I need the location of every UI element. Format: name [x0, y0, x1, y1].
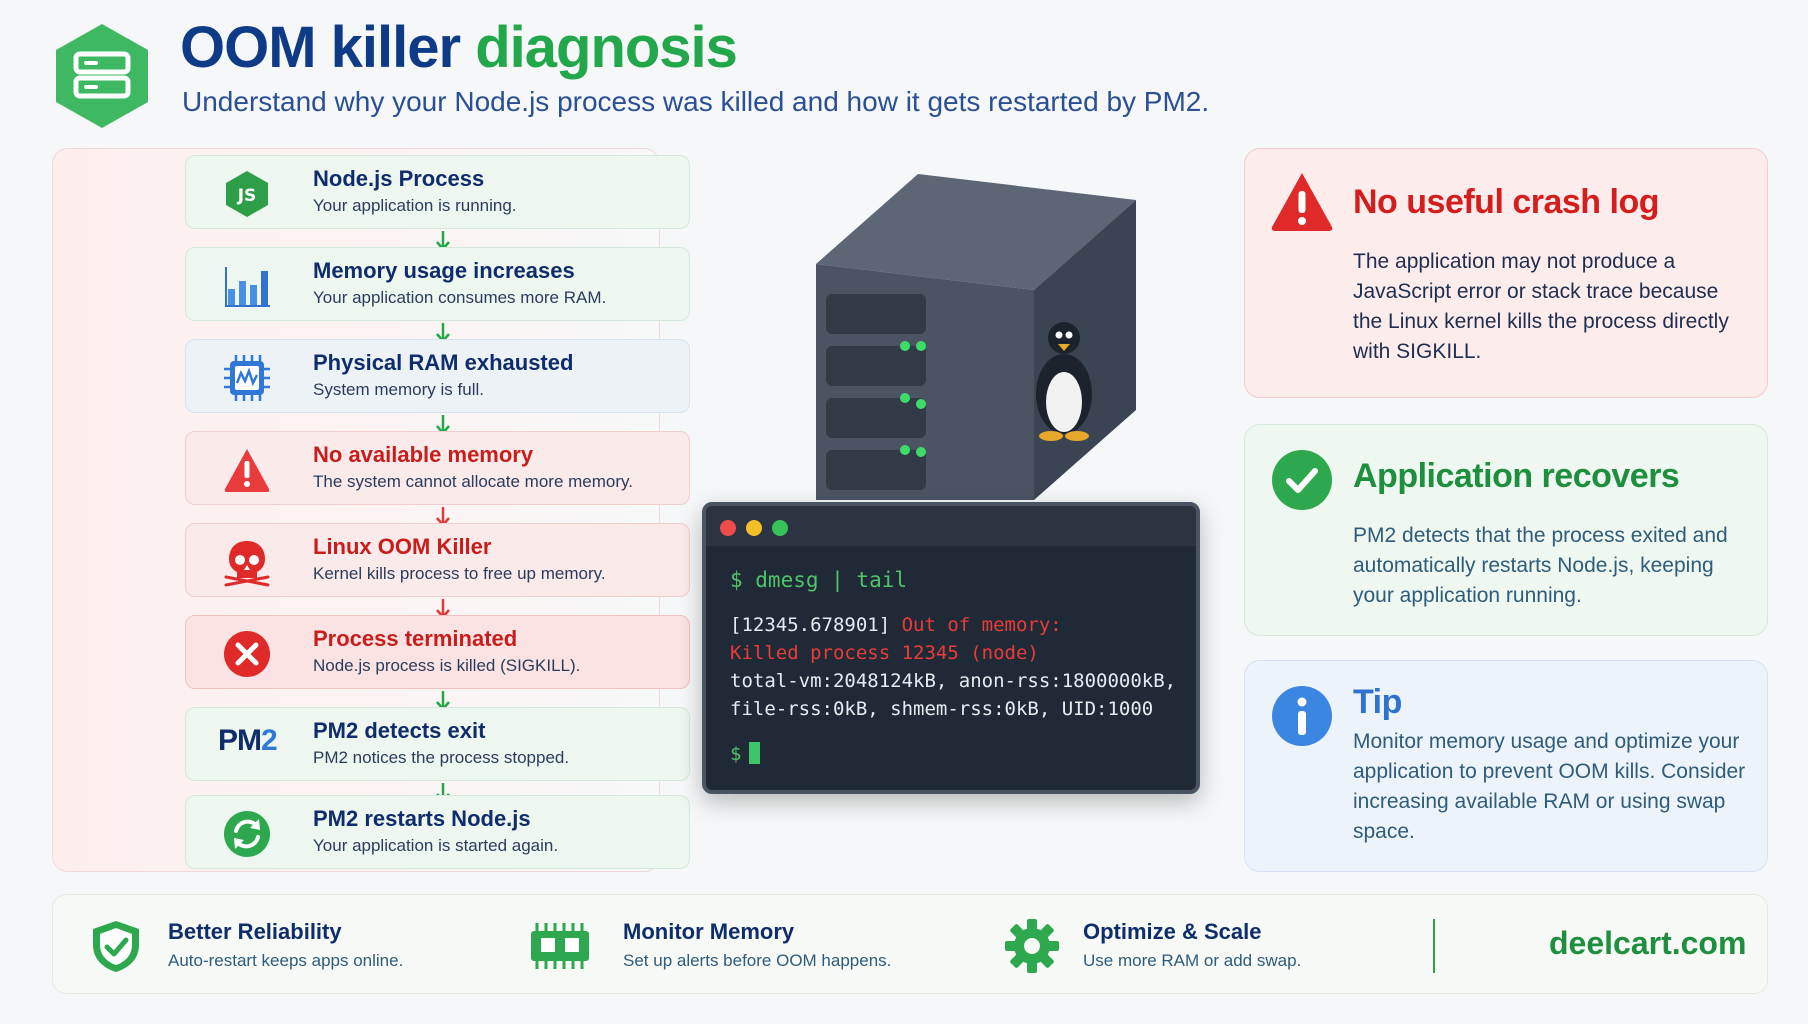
pm2-logo: PM2 [218, 724, 278, 758]
footer-desc: Auto-restart keeps apps online. [168, 951, 404, 970]
step-desc: System memory is full. [313, 380, 484, 399]
linux-tux-icon [1036, 322, 1092, 441]
card-title: No useful crash log [1353, 183, 1660, 221]
page-title: OOM killer diagnosis [180, 14, 738, 81]
step-title: PM2 detects exit [313, 718, 486, 743]
step-title: Node.js Process [313, 166, 485, 191]
step-title: Physical RAM exhausted [313, 350, 574, 375]
card-no-crash-log: No useful crash log The application may … [1244, 148, 1768, 398]
step-desc: Your application consumes more RAM. [313, 288, 607, 307]
footer-desc: Use more RAM or add swap. [1083, 951, 1302, 970]
server-hexagon-logo [56, 24, 148, 128]
log-timestamp: [12345.678901] [730, 614, 902, 636]
terminal-command: $ dmesg | tail [730, 568, 908, 592]
terminal-line-2: Killed process 12345 (node) [730, 642, 1039, 664]
flow-step-terminated: Process terminated Node.js process is ki… [185, 615, 690, 689]
terminal-prompt-line[interactable]: $ [730, 742, 761, 765]
warning-icon [224, 449, 270, 492]
footer-desc: Set up alerts before OOM happens. [623, 951, 892, 970]
bar-chart-icon [225, 267, 270, 307]
minimize-dot[interactable] [746, 520, 762, 536]
card-application-recovers: Application recovers PM2 detects that th… [1244, 424, 1768, 636]
flow-step-ram-exhausted: Physical RAM exhausted System memory is … [185, 339, 690, 413]
step-title: Process terminated [313, 626, 518, 651]
maximize-dot[interactable] [772, 520, 788, 536]
footer-title: Better Reliability [168, 919, 342, 944]
terminal-line-3: total-vm:2048124kB, anon-rss:1800000kB, [730, 670, 1177, 692]
linux-server-illustration [816, 174, 1136, 500]
pm2-logo-2: 2 [261, 724, 278, 757]
memory-module-icon [531, 923, 589, 969]
flow-step-pm2-restarts: PM2 restarts Node.js Your application is… [185, 795, 690, 869]
flow-step-no-memory: No available memory The system cannot al… [185, 431, 690, 505]
refresh-icon [224, 811, 270, 857]
nodejs-icon: JS [226, 171, 268, 217]
step-desc: PM2 notices the process stopped. [313, 748, 570, 767]
memory-chip-icon [224, 355, 270, 401]
pm2-logo-pm: PM [218, 724, 262, 757]
flow-step-memory-increase: Memory usage increases Your application … [185, 247, 690, 321]
step-title: Memory usage increases [313, 258, 575, 283]
gear-icon [1005, 919, 1059, 973]
terminal-line-1: [12345.678901] Out of memory: [730, 614, 1062, 636]
step-desc: Node.js process is killed (SIGKILL). [313, 656, 581, 675]
card-tip: Tip Monitor memory usage and optimize yo… [1244, 660, 1768, 872]
brand-link[interactable]: deelcart.com [1549, 925, 1747, 961]
step-title: Linux OOM Killer [313, 534, 492, 559]
step-desc: Your application is started again. [313, 836, 559, 855]
card-body: PM2 detects that the process exited and … [1353, 524, 1728, 607]
svg-text:JS: JS [237, 186, 257, 206]
terminal-titlebar [706, 506, 1196, 546]
terminal-cursor [749, 742, 761, 764]
footer-title: Monitor Memory [623, 919, 795, 944]
flow-step-nodejs: JS Node.js Process Your application is r… [185, 155, 690, 229]
info-icon [1272, 686, 1332, 746]
step-desc: The system cannot allocate more memory. [313, 472, 633, 491]
log-oom-message: Out of memory: [901, 614, 1062, 636]
step-desc: Kernel kills process to free up memory. [313, 564, 606, 583]
skull-icon [224, 541, 270, 587]
footer-title: Optimize & Scale [1083, 919, 1262, 944]
shield-check-icon [93, 921, 139, 972]
card-body: Monitor memory usage and optimize your a… [1353, 730, 1746, 843]
terminal-window: $ dmesg | tail [12345.678901] Out of mem… [702, 502, 1200, 794]
card-title: Tip [1353, 683, 1402, 721]
flow-step-pm2-detects: PM2 PM2 detects exit PM2 notices the pro… [185, 707, 690, 781]
step-desc: Your application is running. [313, 196, 517, 215]
close-dot[interactable] [720, 520, 736, 536]
step-title: PM2 restarts Node.js [313, 806, 531, 831]
footer-divider [1433, 919, 1435, 973]
flow-step-oom-killer: Linux OOM Killer Kernel kills process to… [185, 523, 690, 597]
terminal-line-4: file-rss:0kB, shmem-rss:0kB, UID:1000 [730, 698, 1154, 720]
title-part-1: OOM killer [180, 15, 461, 80]
x-circle-icon [224, 631, 270, 677]
oom-flow-panel: JS Node.js Process Your application is r… [52, 148, 690, 872]
card-body: The application may not produce a JavaSc… [1353, 250, 1729, 363]
check-circle-icon [1272, 450, 1332, 510]
page-subtitle: Understand why your Node.js process was … [182, 86, 1210, 117]
footer-bar: Better Reliability Auto-restart keeps ap… [52, 894, 1768, 994]
step-title: No available memory [313, 442, 534, 467]
title-part-2: diagnosis [475, 15, 738, 80]
warning-icon [1271, 173, 1333, 231]
terminal-prompt: $ [730, 743, 742, 765]
card-title: Application recovers [1353, 457, 1680, 495]
